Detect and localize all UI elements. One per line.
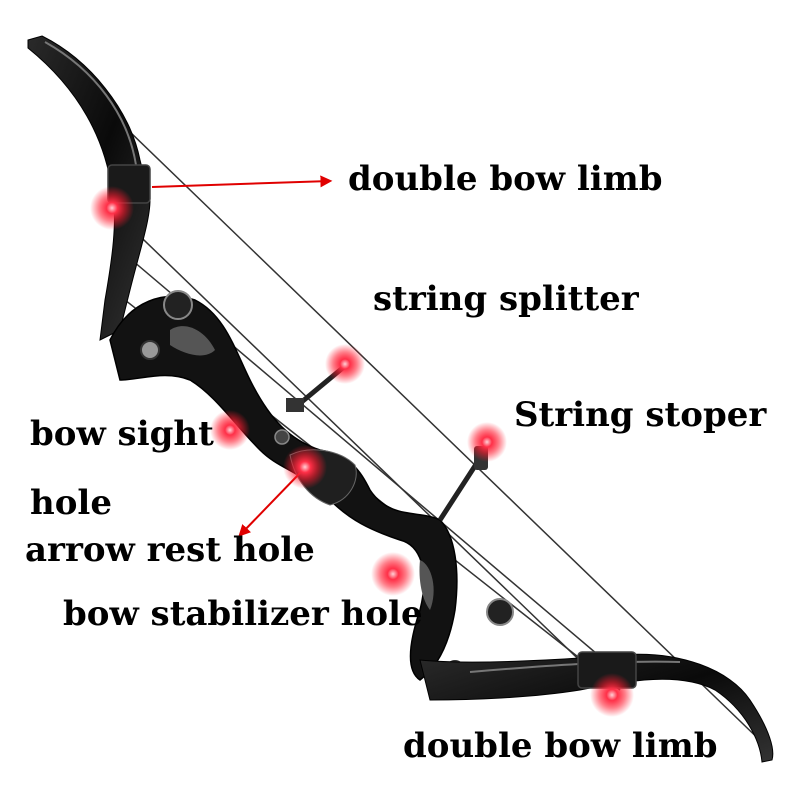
- riser: [109, 295, 458, 681]
- arrow-top-limb: [151, 175, 333, 188]
- splitter-mount: [286, 398, 304, 412]
- label-arrow-rest-hole: arrow rest hole: [25, 530, 315, 570]
- bottom-wheel: [486, 598, 514, 626]
- arrow-rest-hole: [238, 472, 301, 537]
- marker-bottom-limb: [590, 673, 634, 717]
- label-hole: hole: [30, 483, 112, 523]
- marker-string-splitter: [325, 344, 365, 384]
- markers: [90, 186, 634, 717]
- riser-cutout-1: [170, 326, 215, 356]
- label-string-stopper: String stoper: [514, 395, 767, 435]
- top-limb-highlight: [44, 41, 137, 166]
- label-bow-stabilizer-hole: bow stabilizer hole: [63, 594, 423, 634]
- label-bow-sight: bow sight: [30, 414, 214, 454]
- cable-1: [117, 214, 601, 681]
- marker-top-limb: [90, 186, 134, 230]
- top-wheel: [163, 290, 193, 320]
- label-string-splitter: string splitter: [373, 279, 639, 319]
- label-double-bow-limb-bottom: double bow limb: [403, 726, 718, 766]
- marker-stabilizer-hole: [371, 552, 415, 596]
- marker-arrow-rest-hole: [283, 445, 327, 489]
- riser-cutout-2: [419, 560, 434, 610]
- marker-string-stopper: [467, 422, 507, 462]
- riser-hole: [274, 429, 290, 445]
- main-string: [39, 44, 771, 751]
- label-double-bow-limb-top: double bow limb: [348, 159, 663, 199]
- top-axle: [140, 340, 160, 360]
- top-limb: [27, 35, 151, 341]
- marker-bow-sight: [210, 410, 250, 450]
